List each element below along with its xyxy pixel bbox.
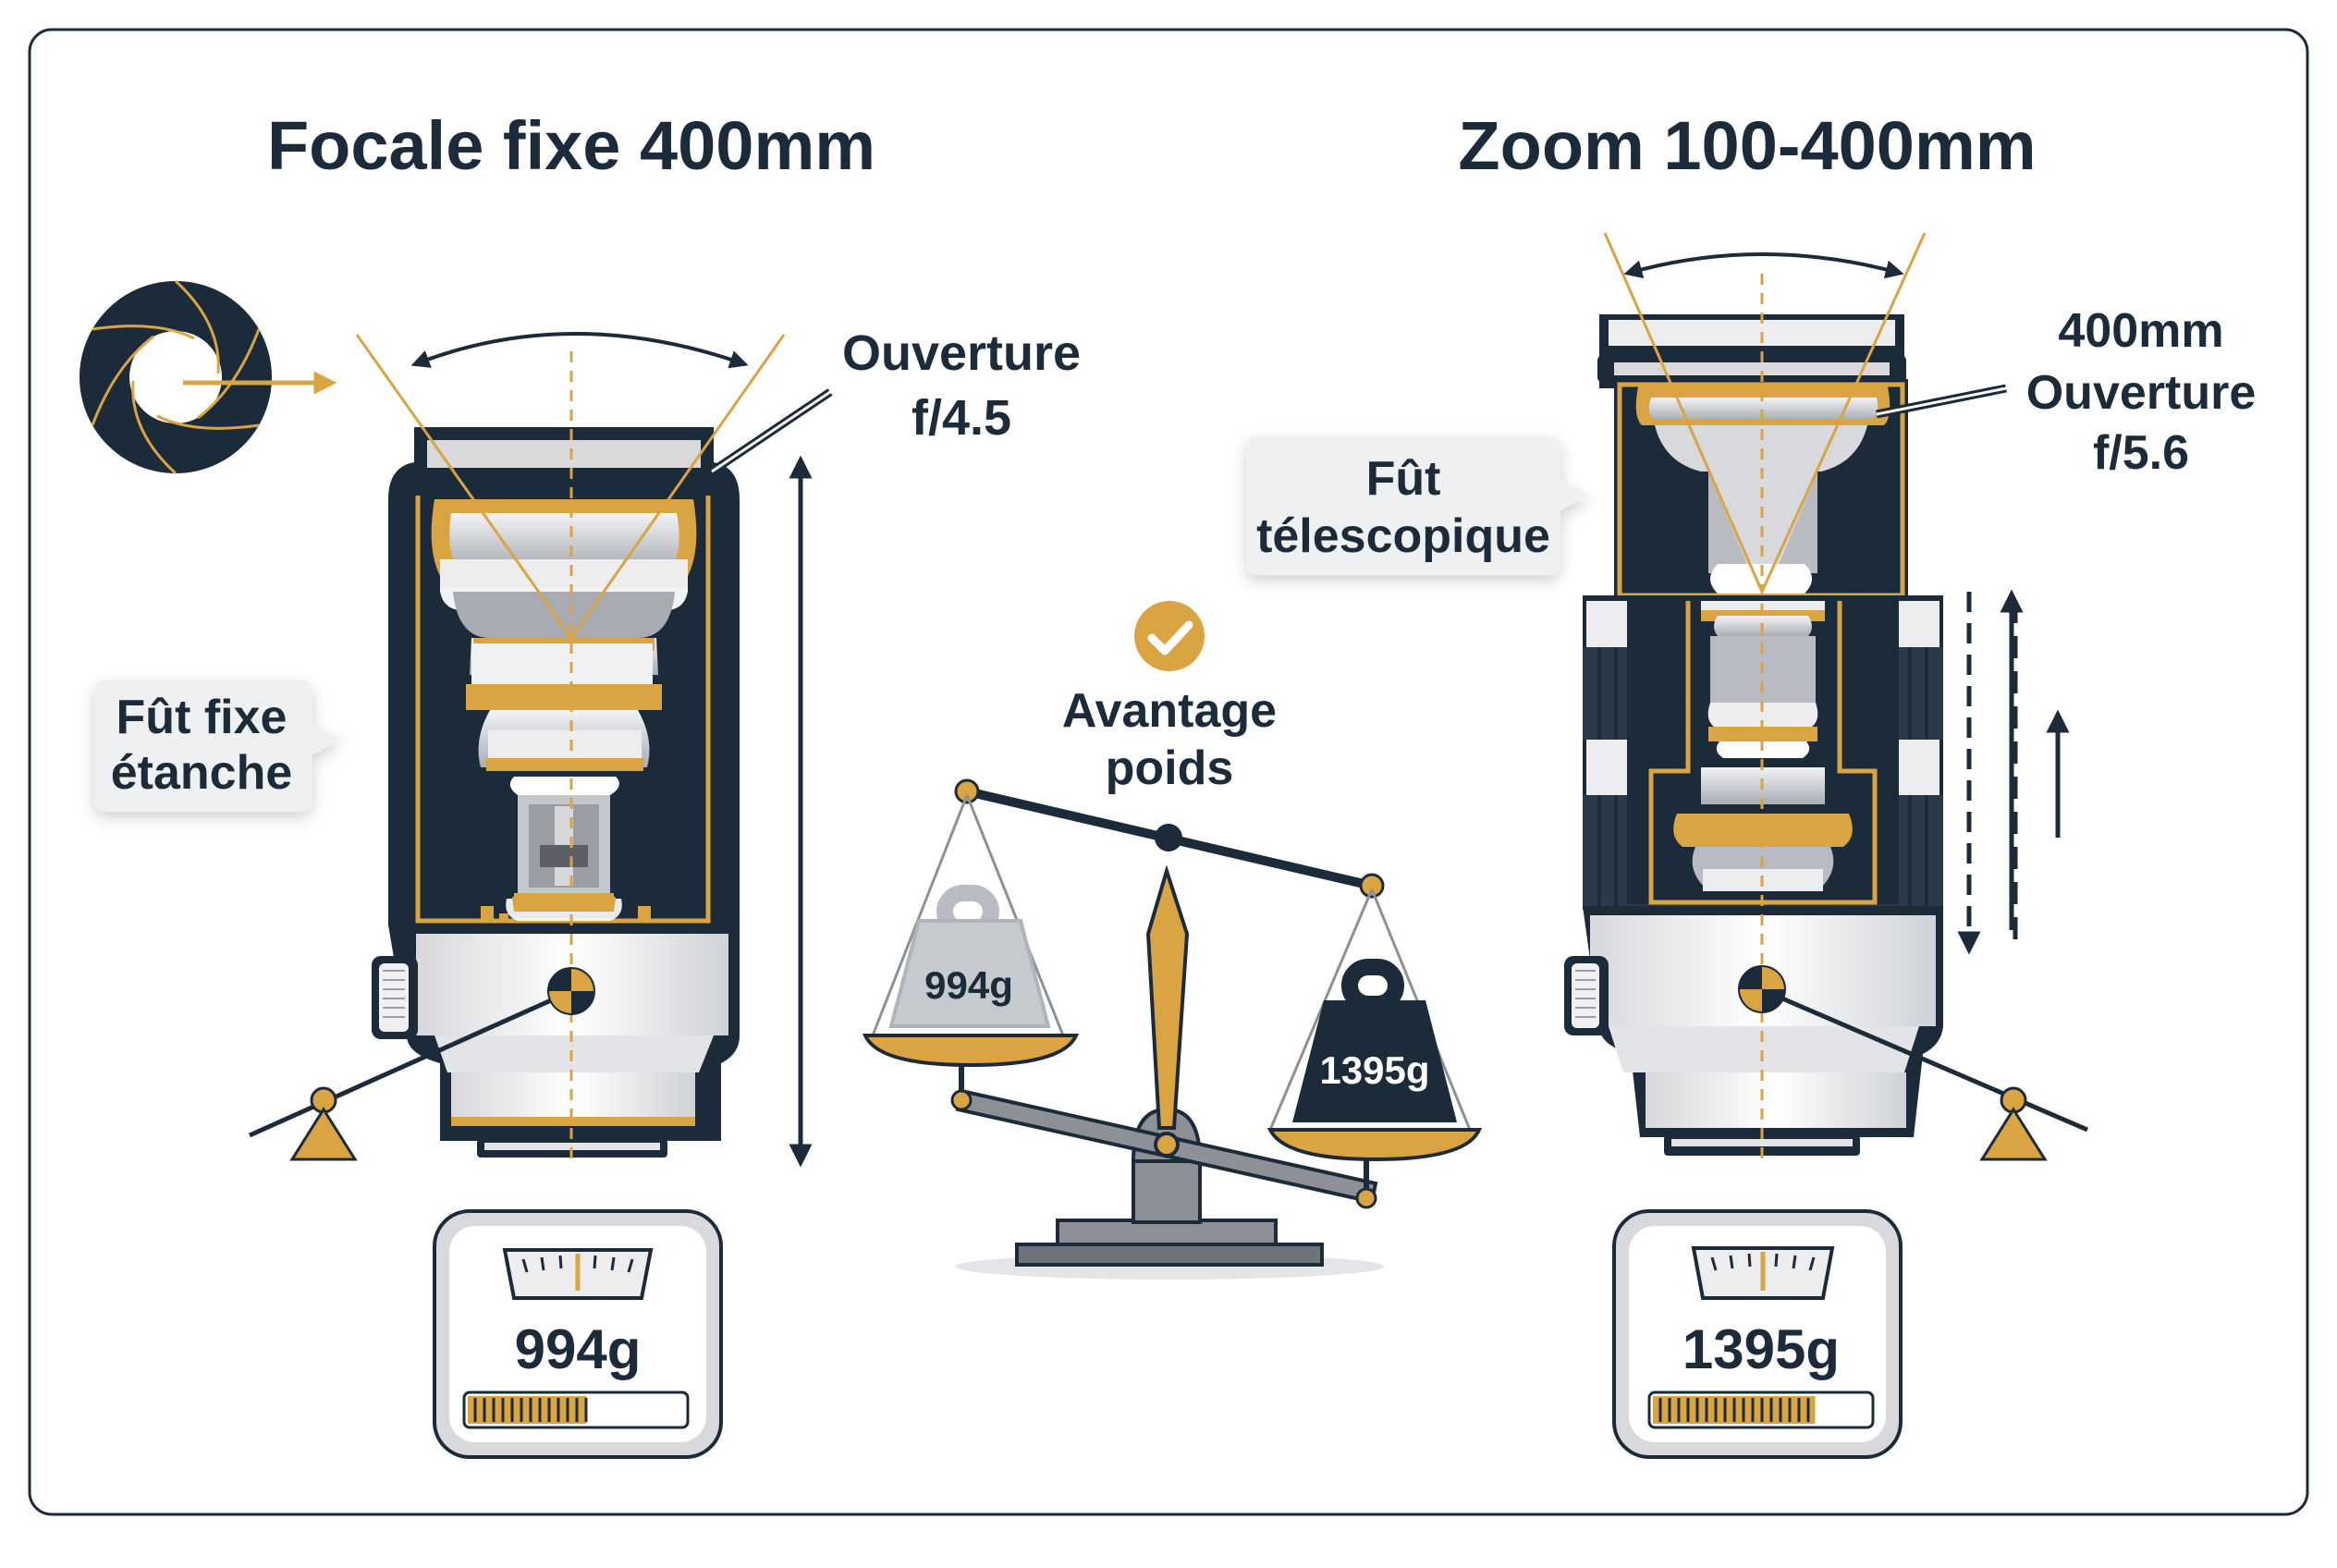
fulcrum-icon xyxy=(289,1086,358,1161)
svg-text:400mm: 400mm xyxy=(2058,304,2223,358)
heavy-weight-label: 1395g xyxy=(1319,1048,1429,1092)
balance-scale-icon: 994g 1395g xyxy=(862,778,1483,1280)
center-of-gravity-icon xyxy=(547,967,595,1015)
prime-lens xyxy=(80,279,813,1168)
left-scale-weight: 994g xyxy=(515,1318,642,1380)
right-weighing-scale: 1395g xyxy=(1612,1209,1903,1459)
right-barrel-callout xyxy=(1246,436,1590,575)
checkmark-icon xyxy=(1134,601,1205,671)
left-barrel-label-2: étanche xyxy=(111,746,293,800)
svg-text:f/5.6: f/5.6 xyxy=(2093,426,2189,480)
right-scale-weight: 1395g xyxy=(1682,1318,1840,1380)
light-weight-label: 994g xyxy=(924,963,1013,1007)
advantage-label-2: poids xyxy=(1106,741,1234,795)
left-aperture-label: Ouverture f/4.5 xyxy=(709,325,1081,475)
left-barrel-label-1: Fût fixe xyxy=(116,691,288,744)
svg-text:Ouverture: Ouverture xyxy=(2026,366,2257,420)
left-title: Focale fixe 400mm xyxy=(267,107,875,184)
right-title: Zoom 100-400mm xyxy=(1458,107,2036,184)
svg-text:f/4.5: f/4.5 xyxy=(912,390,1011,446)
left-barrel-callout xyxy=(94,680,342,812)
svg-text:Ouverture: Ouverture xyxy=(842,325,1081,381)
outer-frame xyxy=(28,28,2309,1516)
advantage-label-1: Avantage xyxy=(1062,684,1277,738)
right-barrel-label-2: télescopique xyxy=(1256,509,1550,563)
aperture-blades-icon xyxy=(80,279,272,475)
zoom-lens xyxy=(1564,232,2088,1163)
left-weighing-scale: 994g xyxy=(433,1209,723,1459)
fulcrum-icon xyxy=(1979,1086,2048,1161)
right-barrel-label-1: Fût xyxy=(1366,452,1441,506)
right-aperture-label: 400mm Ouverture f/5.6 xyxy=(1876,304,2257,480)
center-of-gravity-icon xyxy=(1738,965,1786,1013)
